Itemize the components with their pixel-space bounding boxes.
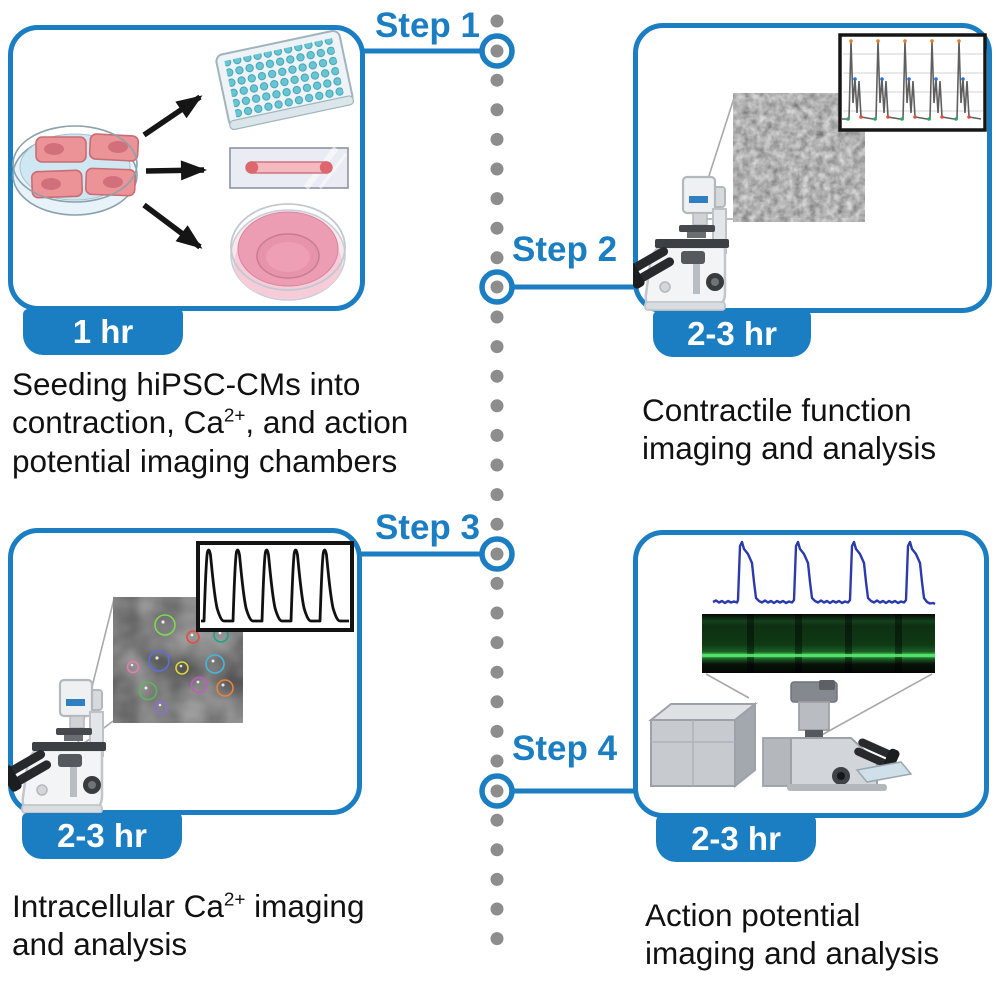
trace-marker-dots (846, 39, 971, 121)
step2-duration-badge: 2-3 hr (653, 311, 811, 357)
step4-label: Step 4 (512, 729, 618, 768)
arrow-icon (142, 94, 207, 250)
caption-line: Intracellular Ca2+ imaging (12, 888, 365, 924)
step1-panel (8, 25, 365, 311)
caption-line: imaging and analysis (642, 430, 937, 467)
inverted-microscope-icon (633, 175, 731, 312)
contraction-trace-inset (838, 33, 987, 132)
caption-line: contraction, Ca2+, and action (12, 404, 409, 441)
step1-label: Step 1 (374, 6, 480, 45)
step3-duration-badge: 2-3 hr (22, 813, 182, 859)
96-well-plate-icon (215, 29, 355, 131)
roi-cell-dots (130, 620, 225, 707)
caption-line: Contractile function (642, 392, 912, 428)
step4-caption: Action potential imaging and analysis (645, 896, 996, 973)
step2-caption: Contractile function imaging and analysi… (642, 391, 994, 468)
caption-line: potential imaging chambers (12, 442, 398, 479)
step3-illustration (8, 541, 354, 815)
step2-illustration (633, 33, 987, 312)
caption-line: imaging and analysis (645, 935, 940, 972)
step2-label: Step 2 (512, 230, 618, 269)
superscript: 2+ (223, 405, 246, 427)
petri-dish-with-tissue-icon (12, 125, 140, 216)
action-potential-trace (712, 540, 936, 606)
channel-slide-icon (229, 146, 349, 190)
superscript: 2+ (223, 889, 246, 911)
step3-panel (8, 528, 362, 815)
step1-caption: Seeding hiPSC-CMs into contraction, Ca2+… (12, 365, 512, 480)
step3-caption: Intracellular Ca2+ imaging and analysis (12, 887, 522, 964)
line-scan-kymograph-image (702, 614, 935, 673)
step1-illustration (12, 29, 355, 301)
caption-line: Seeding hiPSC-CMs into (12, 366, 361, 402)
step4-duration-badge: 2-3 hr (656, 816, 816, 862)
inverted-microscope-icon (8, 678, 108, 815)
step3-label: Step 3 (374, 508, 480, 547)
step4-illustration (650, 540, 936, 792)
step-connector-lines (360, 48, 635, 794)
culture-dish-icon (230, 203, 346, 301)
confocal-microscope-icon (650, 679, 912, 792)
step4-panel (633, 530, 989, 818)
caption-line: and analysis (12, 926, 188, 963)
calcium-transient-trace-inset (196, 541, 354, 632)
step1-duration-badge: 1 hr (23, 309, 183, 355)
timeline-node-circles (479, 33, 515, 809)
caption-line: Action potential (645, 897, 861, 933)
step2-panel (633, 23, 992, 313)
